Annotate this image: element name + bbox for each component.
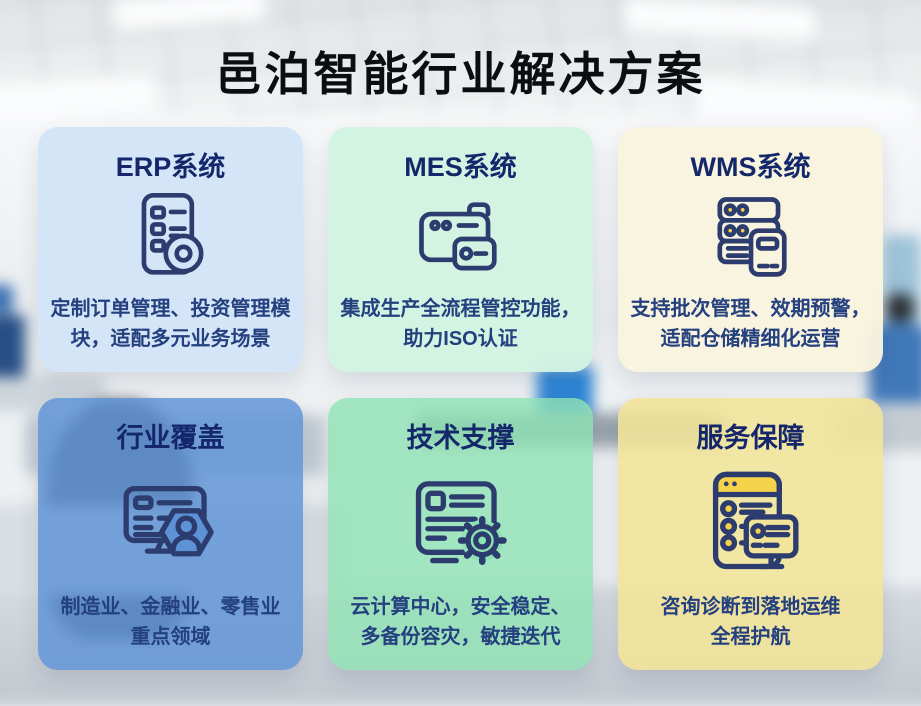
card-title: MES系统 [404,152,517,182]
person-shape [885,293,915,323]
card-tech-support: 技术支撑 [328,398,593,670]
solutions-grid: ERP系统 定制订单管理、投资管理模 块，适配多元业务场景 MES系统 [38,127,883,670]
card-title: ERP系统 [115,152,226,182]
card-description: 定制订单管理、投资管理模 块，适配多元业务场景 [50,298,291,350]
monitor-shape-left [0,315,25,381]
page-title: 邑泊智能行业解决方案 [215,48,706,100]
server-stack-icon [699,184,803,294]
card-description: 集成生产全流程管控功能， 助力ISO认证 [340,298,581,350]
card-description: 咨询诊断到落地运维 全程护航 [660,596,841,648]
monitor-shape-left-small [0,285,13,313]
card-mes-system: MES系统 集成生产全流程管控功能， 助力ISO认证 [328,127,593,372]
card-erp-system: ERP系统 定制订单管理、投资管理模 块，适配多元业务场景 [38,127,303,372]
card-service-guarantee: 服务保障 [618,398,883,670]
card-title: 技术支撑 [406,423,515,453]
monitor-user-icon [112,455,230,592]
card-title: 服务保障 [696,423,805,453]
card-title: WMS系统 [690,152,811,182]
app-monitor-icon [692,455,810,592]
card-title: 行业覆盖 [116,423,225,453]
card-description: 云计算中心，安全稳定、 多备份容灾，敏捷迭代 [350,596,571,648]
window-card-icon [409,184,513,294]
card-description: 支持批次管理、效期预警， 适配仓储精细化运营 [630,298,871,350]
document-gear-icon [402,455,520,592]
card-wms-system: WMS系统 支持批次管理、效期预警， 适配仓储精细化运营 [618,127,883,372]
card-description: 制造业、金融业、零售业 重点领域 [60,596,281,648]
document-disc-icon [119,184,223,294]
card-industry-coverage: 行业覆盖 制造业、金融业、零售业 重点领域 [38,398,303,670]
